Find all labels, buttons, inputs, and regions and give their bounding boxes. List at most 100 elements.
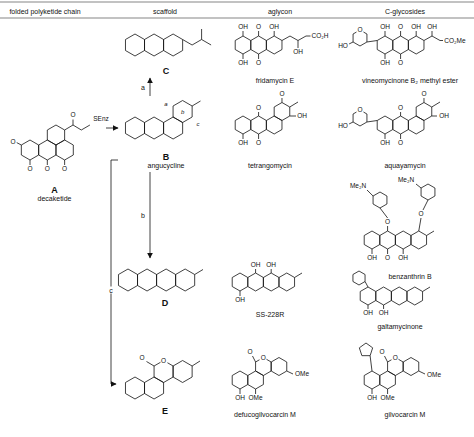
atom-label: O (44, 166, 51, 173)
compound-name: aquayamycin (383, 162, 426, 169)
atom-label: O (384, 219, 391, 226)
ring-bond (145, 117, 164, 139)
bond-line (372, 389, 373, 394)
ring-bond (376, 287, 392, 305)
sugar-ring (359, 343, 372, 356)
bond-line (73, 120, 74, 126)
bond-line (380, 208, 388, 218)
ring-bond (403, 358, 419, 376)
bond-line (427, 231, 434, 236)
bond-line (423, 200, 428, 210)
reaction-arrow (150, 172, 151, 258)
atom-label: OH (265, 262, 277, 269)
bond-line (400, 54, 401, 59)
ring-bond (271, 358, 287, 376)
atom-label: OH (366, 395, 378, 402)
ring-label: a (163, 101, 168, 107)
ring-bond (251, 116, 267, 134)
bond-line (201, 29, 202, 40)
arrow-label: b (140, 212, 146, 219)
bond-line (416, 31, 417, 36)
atom-label: CO₂Me (443, 37, 466, 44)
atom-label: O (138, 355, 145, 362)
compound-name: SS-228R (255, 311, 285, 318)
atom-label: OH (296, 113, 308, 120)
bond-line (295, 273, 302, 278)
reaction-arrow (111, 160, 118, 384)
ring-bond (39, 140, 56, 160)
ring-bond (380, 231, 396, 249)
atom-label: OH (426, 24, 438, 31)
ring-bond (364, 371, 380, 389)
structure-node: D (116, 258, 214, 310)
atom-label: OH (250, 262, 262, 269)
ring-bond (145, 34, 164, 56)
bond-line (240, 291, 241, 296)
atom-label: O (255, 24, 262, 31)
bond-line (387, 389, 388, 394)
bond-line (192, 101, 200, 106)
column-header: aglycon (267, 8, 293, 15)
bond-line (367, 121, 377, 123)
ring-bond (118, 269, 137, 291)
ring-bond (164, 117, 183, 139)
bond-line (243, 134, 244, 139)
bond-line (403, 249, 404, 254)
atom-label: O (69, 112, 76, 119)
ring-bond (360, 287, 376, 305)
bond-line (432, 116, 437, 117)
bond-line (274, 31, 275, 36)
bond-line (64, 160, 65, 165)
bond-line (253, 356, 256, 362)
atom-label: OH (410, 24, 422, 31)
bond-line (385, 54, 386, 59)
structure-node: C (118, 22, 214, 78)
bond-line (290, 102, 298, 107)
atom-label: O (397, 105, 404, 112)
atom-label: O (61, 166, 68, 173)
bond-line (255, 389, 256, 394)
bond-line (385, 31, 386, 36)
compound-name: galtamycinone (376, 323, 423, 330)
ring-bond (251, 36, 267, 54)
bond-line (383, 305, 384, 309)
atom-label: OH (268, 24, 280, 31)
compound-name: tetrangomycin (247, 162, 293, 169)
atom-label: Me₂N (349, 183, 367, 190)
scaffold-name: decaketide (38, 195, 72, 203)
ring-bond (263, 273, 279, 291)
atom-label: O (255, 140, 262, 147)
atom-label: O (397, 140, 404, 147)
table-rule (0, 2, 474, 3)
ring-bond (47, 125, 64, 145)
atom-label: OH (379, 140, 391, 147)
atom-label: OMe (248, 395, 264, 402)
ring-bond (391, 287, 407, 305)
atom-label: O (246, 349, 253, 356)
bond-line (419, 218, 421, 231)
ring-label: b (180, 109, 185, 115)
atom-label: OH (378, 310, 390, 317)
ring-bond (421, 184, 435, 200)
bond-line (349, 42, 353, 44)
bond-line (424, 36, 443, 41)
bond-line (290, 116, 296, 117)
atom-label: OH (438, 113, 450, 120)
atom-label: O (255, 60, 262, 67)
ring-bond (176, 269, 195, 291)
bond-line (387, 249, 388, 254)
atom-label: OH (234, 297, 246, 304)
ring-bond (154, 361, 173, 383)
atom-label: CO₂H (311, 33, 330, 40)
ring-bond (353, 271, 365, 285)
compound-name: defucogilvocarcin M (233, 411, 297, 418)
ring-bond (377, 116, 393, 134)
compound-name: benzanthrin B (387, 273, 432, 280)
bond-line (17, 143, 22, 146)
ring-bond (393, 116, 409, 134)
atom-label: O (260, 354, 267, 361)
bond-line (271, 269, 272, 273)
bond-line (258, 112, 259, 116)
atom-label: OH (366, 255, 378, 262)
ring-bond (138, 269, 157, 291)
